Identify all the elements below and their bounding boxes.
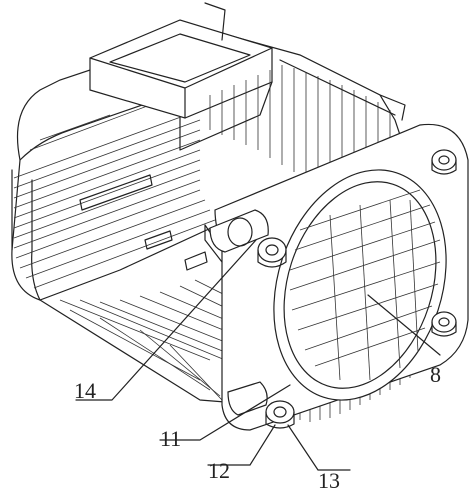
bolt-upper-left xyxy=(257,237,287,268)
leader-14 xyxy=(75,239,257,401)
bracket-upper xyxy=(209,209,269,253)
label-8: 8 xyxy=(430,362,441,387)
label-13: 13 xyxy=(318,468,340,493)
leader-8 xyxy=(367,294,441,356)
label-12: 12 xyxy=(208,458,230,483)
leader-13 xyxy=(287,424,351,471)
bolt-lower-right xyxy=(431,311,457,337)
side-cooling-fins xyxy=(13,104,216,289)
leader-11 xyxy=(159,384,291,441)
leader-12 xyxy=(207,424,276,466)
front-flange xyxy=(204,123,469,431)
callouts: 8 14 11 12 13 xyxy=(74,239,441,493)
bracket-lower xyxy=(227,381,268,416)
label-11: 11 xyxy=(160,426,181,451)
junction-box xyxy=(89,19,273,151)
bolt-upper-right xyxy=(431,149,457,175)
inner-rotor-slots xyxy=(289,189,441,381)
label-14: 14 xyxy=(74,378,96,403)
flange-bolts xyxy=(209,149,457,429)
bolt-lower-left xyxy=(265,400,295,429)
top-cooling-fins xyxy=(204,2,406,182)
